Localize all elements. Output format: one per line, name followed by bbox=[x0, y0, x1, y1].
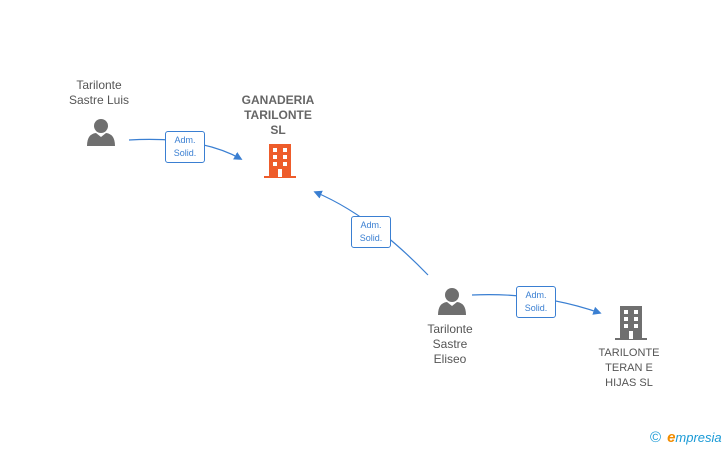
copyright-icon: © bbox=[650, 429, 662, 446]
company-label-ganaderia[interactable]: GANADERIA TARILONTE SL bbox=[241, 93, 315, 137]
role-badge: Adm. Solid. bbox=[516, 286, 556, 318]
role-line: Solid. bbox=[173, 148, 197, 158]
brand-logo: © empresia bbox=[650, 429, 722, 449]
company-label-teran[interactable]: TARILONTE TERAN E HIJAS SL bbox=[598, 347, 660, 389]
brand-name: mpresia bbox=[675, 430, 722, 445]
person-label-luis[interactable]: Tarilonte Sastre Luis bbox=[68, 78, 130, 107]
person-icon[interactable] bbox=[87, 119, 115, 146]
person-label-eliseo[interactable]: Tarilonte Sastre Eliseo bbox=[427, 322, 473, 366]
role-line: Adm. bbox=[525, 290, 547, 300]
building-icon[interactable] bbox=[264, 144, 296, 178]
person-icon[interactable] bbox=[438, 288, 466, 315]
brand-initial: e bbox=[667, 429, 676, 446]
role-badge: Adm. Solid. bbox=[165, 131, 205, 163]
role-line: Adm. bbox=[174, 135, 196, 145]
role-line: Solid. bbox=[524, 303, 548, 313]
role-line: Solid. bbox=[359, 233, 383, 243]
role-line: Adm. bbox=[360, 220, 382, 230]
role-badge: Adm. Solid. bbox=[351, 216, 391, 248]
building-icon[interactable] bbox=[615, 306, 647, 340]
